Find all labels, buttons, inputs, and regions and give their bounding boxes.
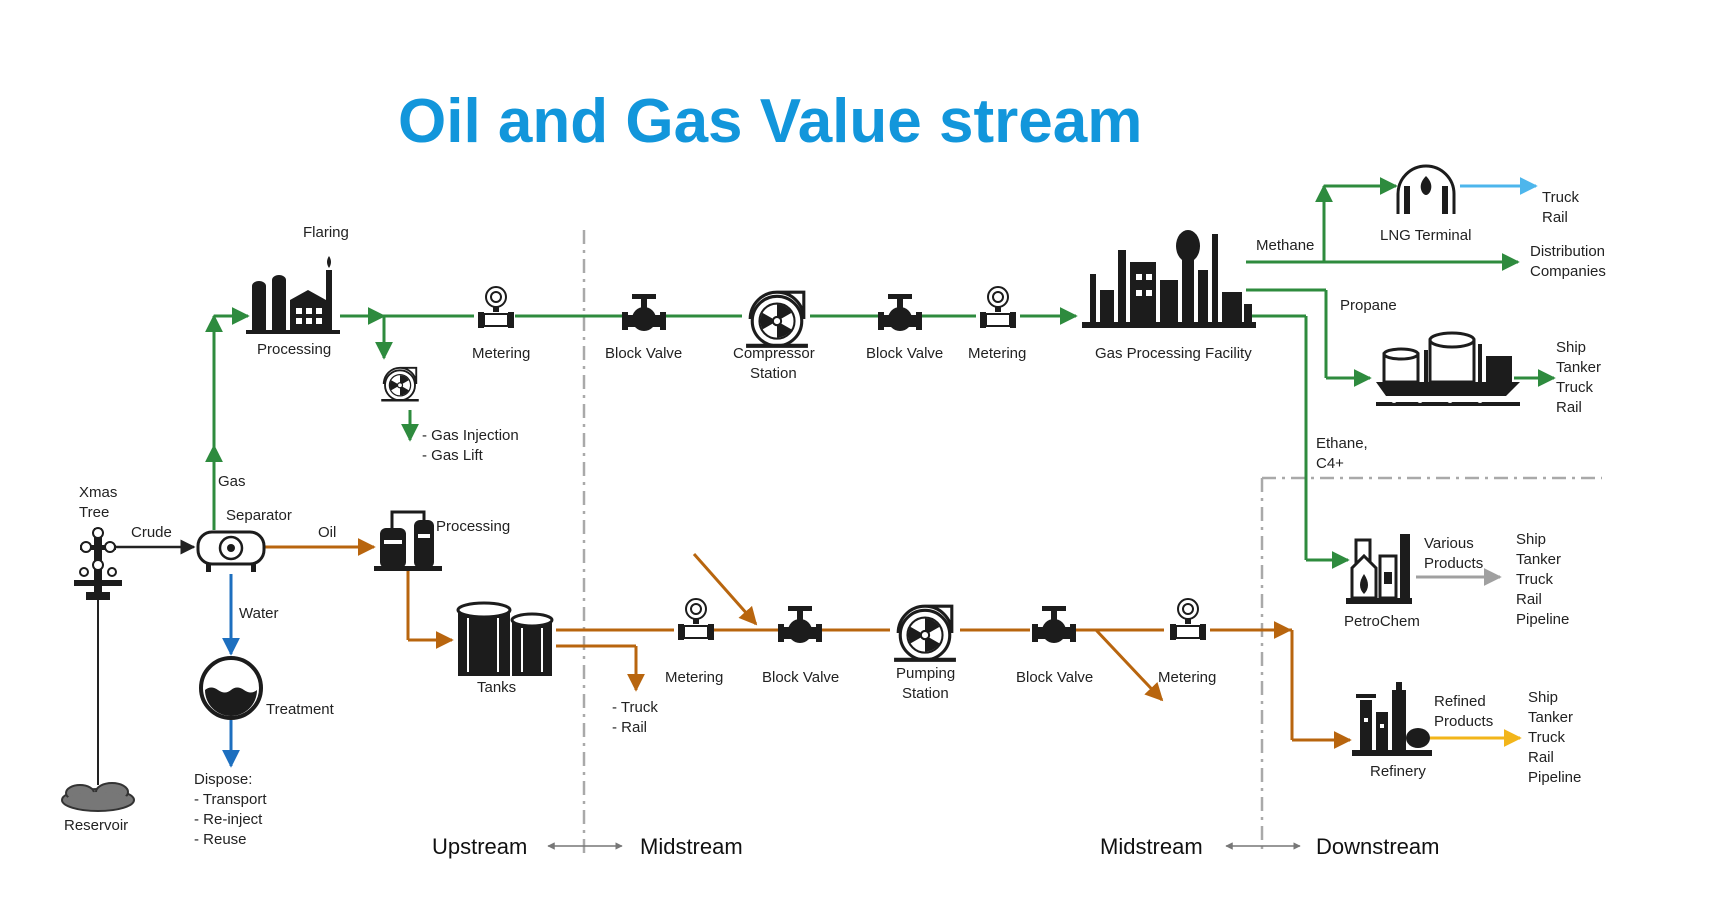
petrochem-icon — [1346, 534, 1412, 604]
upstream-label: Upstream — [432, 834, 527, 859]
gas-processing-facility-label: Gas Processing Facility — [1095, 345, 1252, 362]
tanks-label: Tanks — [477, 679, 516, 696]
dispose-item: - Reuse — [194, 831, 247, 848]
gas-block-valve-2-icon — [878, 294, 922, 331]
tanks-icon — [456, 601, 554, 676]
oil-processing-icon — [374, 510, 442, 571]
oil-block-valve-2-icon — [1032, 606, 1076, 643]
treatment-label: Treatment — [266, 701, 335, 718]
tanks-output: - Rail — [612, 719, 647, 736]
compressor-station-icon — [744, 290, 810, 350]
lng-terminal-icon — [1396, 164, 1456, 214]
pumping-label-2: Station — [902, 685, 949, 702]
xmas-tree-label-2: Tree — [79, 504, 109, 521]
distribution-label-2: Companies — [1530, 263, 1606, 280]
gas-block-valve-1-label: Block Valve — [605, 345, 682, 362]
refinery-icon — [1352, 682, 1432, 756]
oil-meter-2-icon — [1169, 598, 1207, 641]
refinery-label: Refinery — [1370, 763, 1426, 780]
compressor-label-1: Compressor — [733, 345, 815, 362]
tanks-output: - Truck — [612, 699, 658, 716]
gas-meter-1-icon — [477, 286, 515, 329]
compressor-label-2: Station — [750, 365, 797, 382]
distribution-label-1: Distribution — [1530, 243, 1605, 260]
gas-processing-facility-icon — [1082, 230, 1256, 328]
oil-block-valve-1-icon — [778, 606, 822, 643]
petrochem-output: Tanker — [1516, 551, 1561, 568]
oil-label: Oil — [318, 524, 336, 541]
refinery-output: Tanker — [1528, 709, 1573, 726]
oil-metering-1-label: Metering — [665, 669, 723, 686]
petrochem-output: Rail — [1516, 591, 1542, 608]
propane-terminal-icon — [1376, 331, 1520, 406]
gas-block-valve-2-label: Block Valve — [866, 345, 943, 362]
gas-block-valve-1-icon — [622, 294, 666, 331]
methane-label: Methane — [1256, 237, 1314, 254]
propane-output: Rail — [1556, 399, 1582, 416]
petrochem-output: Pipeline — [1516, 611, 1569, 628]
gas-lift-label: - Gas Lift — [422, 447, 484, 464]
lng-output: Rail — [1542, 209, 1568, 226]
refined-products-label-1: Refined — [1434, 693, 1486, 710]
propane-output: Tanker — [1556, 359, 1601, 376]
oil-metering-2-label: Metering — [1158, 669, 1216, 686]
pumping-label-1: Pumping — [896, 665, 955, 682]
gas-label: Gas — [218, 473, 246, 490]
refinery-output: Truck — [1528, 729, 1565, 746]
propane-output: Ship — [1556, 339, 1586, 356]
petrochem-label: PetroChem — [1344, 613, 1420, 630]
xmas-tree-label-1: Xmas — [79, 484, 117, 501]
midstream-label-left: Midstream — [640, 834, 743, 859]
midstream-downstream-boundary — [1260, 476, 1602, 855]
oil-block-valve-2-label: Block Valve — [1016, 669, 1093, 686]
lng-terminal-label: LNG Terminal — [1380, 227, 1471, 244]
ethane-label-1: Ethane, — [1316, 435, 1368, 452]
oil-processing-label: Processing — [436, 518, 510, 535]
xmas-tree-icon — [74, 527, 122, 600]
refined-products-label-2: Products — [1434, 713, 1493, 730]
gas-meter-2-icon — [979, 286, 1017, 329]
propane-label: Propane — [1340, 297, 1397, 314]
oil-block-valve-1-label: Block Valve — [762, 669, 839, 686]
propane-output: Truck — [1556, 379, 1593, 396]
crude-label: Crude — [131, 524, 172, 541]
petrochem-output: Ship — [1516, 531, 1546, 548]
pumping-station-icon — [892, 604, 958, 664]
water-label: Water — [239, 605, 278, 622]
dispose-title: Dispose: — [194, 771, 252, 788]
various-products-label-2: Products — [1424, 555, 1483, 572]
gas-metering-label: Metering — [472, 345, 530, 362]
flaring-label: Flaring — [303, 224, 349, 241]
dispose-item: - Re-inject — [194, 811, 263, 828]
gas-processing-icon — [246, 256, 340, 334]
gas-processing-label: Processing — [257, 341, 331, 358]
refinery-output: Pipeline — [1528, 769, 1581, 786]
downstream-label: Downstream — [1316, 834, 1439, 859]
petrochem-output: Truck — [1516, 571, 1553, 588]
gas-injection-label: - Gas Injection — [422, 427, 519, 444]
various-products-label-1: Various — [1424, 535, 1474, 552]
separator-icon — [196, 530, 266, 572]
treatment-icon — [199, 656, 263, 720]
gas-metering-2-label: Metering — [968, 345, 1026, 362]
gas-flow-lines — [205, 177, 1556, 569]
reservoir-label: Reservoir — [64, 817, 128, 834]
lng-output: Truck — [1542, 189, 1579, 206]
separator-label: Separator — [226, 507, 292, 524]
reservoir-icon — [61, 782, 135, 812]
refinery-output: Ship — [1528, 689, 1558, 706]
gas-injection-compressor-icon — [380, 366, 420, 403]
dispose-item: - Transport — [194, 791, 267, 808]
midstream-label-right: Midstream — [1100, 834, 1203, 859]
oil-meter-1-icon — [677, 598, 715, 641]
diagram-title: Oil and Gas Value stream — [398, 87, 1142, 156]
oil-flow-lines — [262, 538, 1352, 749]
ethane-label-2: C4+ — [1316, 455, 1344, 472]
refinery-output: Rail — [1528, 749, 1554, 766]
